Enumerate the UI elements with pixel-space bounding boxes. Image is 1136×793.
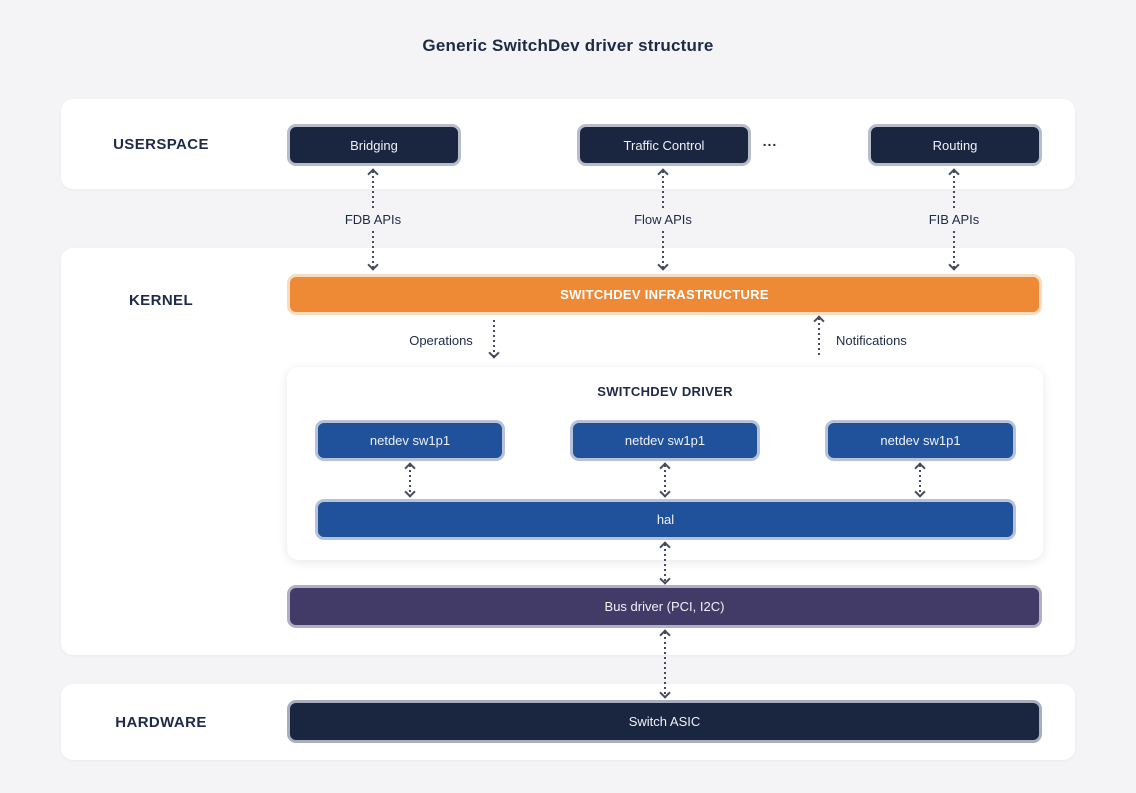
notifications-label: Notifications [836,333,907,348]
netdev3-hal-arrow [914,462,926,498]
flow-apis-label: Flow APIs [613,211,713,229]
traffic-control-box: Traffic Control [577,124,751,166]
kernel-label: KERNEL [128,292,194,309]
hal-bar: hal [315,499,1016,540]
fib-apis-label: FIB APIs [904,211,1004,229]
switch-asic-bar: Switch ASIC [287,700,1042,743]
userspace-label: USERSPACE [113,136,209,153]
fdb-apis-label: FDB APIs [323,211,423,229]
notifications-arrow [813,315,825,356]
routing-box: Routing [868,124,1042,166]
operations-label: Operations [409,333,473,348]
netdev-box: netdev sw1p1 [570,420,760,461]
netdev-box: netdev sw1p1 [825,420,1016,461]
bus-driver-bar: Bus driver (PCI, I2C) [287,585,1042,628]
hal-bus-arrow [659,541,671,585]
netdev2-hal-arrow [659,462,671,498]
netdev-box: netdev sw1p1 [315,420,505,461]
switchdev-infrastructure-bar: SWITCHDEV INFRASTRUCTURE [287,274,1042,315]
bridging-box: Bridging [287,124,461,166]
netdev1-hal-arrow [404,462,416,498]
bus-asic-arrow [659,629,671,699]
operations-arrow [488,320,500,359]
ellipsis-label: ... [762,133,778,149]
switchdev-driver-title: SWITCHDEV DRIVER [597,384,733,399]
hardware-label: HARDWARE [115,714,207,731]
page-title: Generic SwitchDev driver structure [422,36,714,55]
